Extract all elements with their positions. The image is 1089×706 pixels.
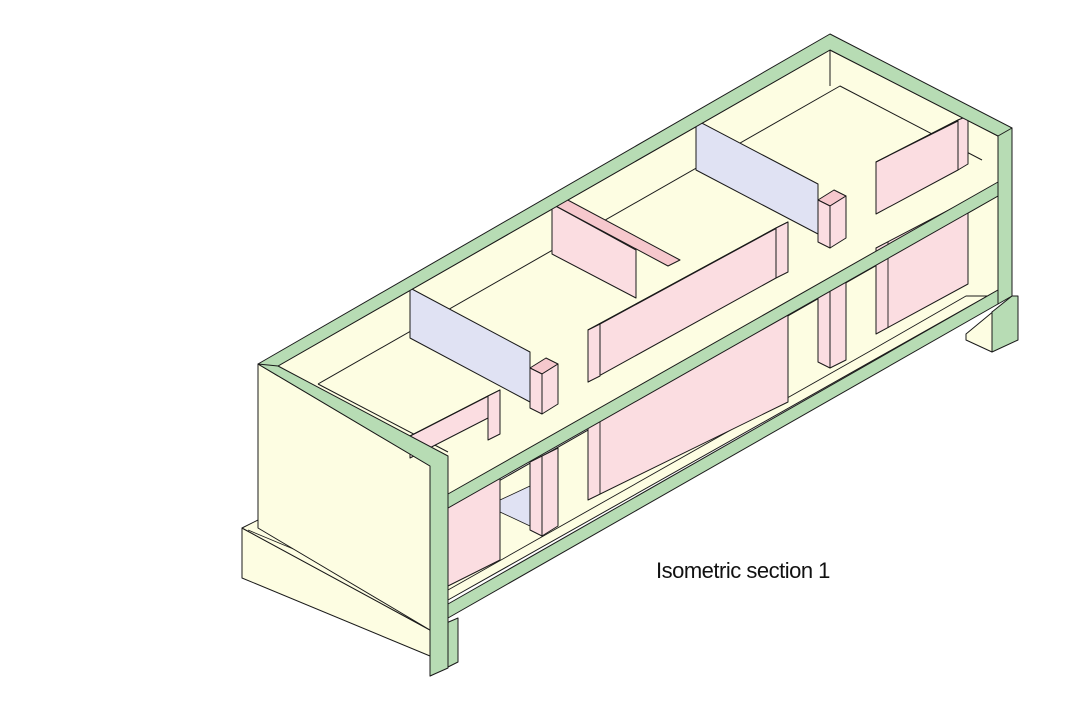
section-ground-slab [447,289,999,619]
partition-upper-center-tee [551,197,789,383]
section-floor-slab [447,181,999,509]
column-lower-left [529,447,559,537]
plinth-right-section-cut [991,295,1019,353]
diagram-caption: Isometric section 1 [656,558,830,583]
column-upper-left [529,357,559,415]
column-lower-right [817,281,847,369]
partition-upper-right [875,115,969,215]
section-end-wall-left [257,363,449,677]
foundation-plinth-right [965,295,1019,353]
section-cut-outline [257,33,1013,677]
column-upper-right [817,189,847,249]
partition-upper-left [409,389,501,459]
section-end-wall-right [997,127,1013,305]
